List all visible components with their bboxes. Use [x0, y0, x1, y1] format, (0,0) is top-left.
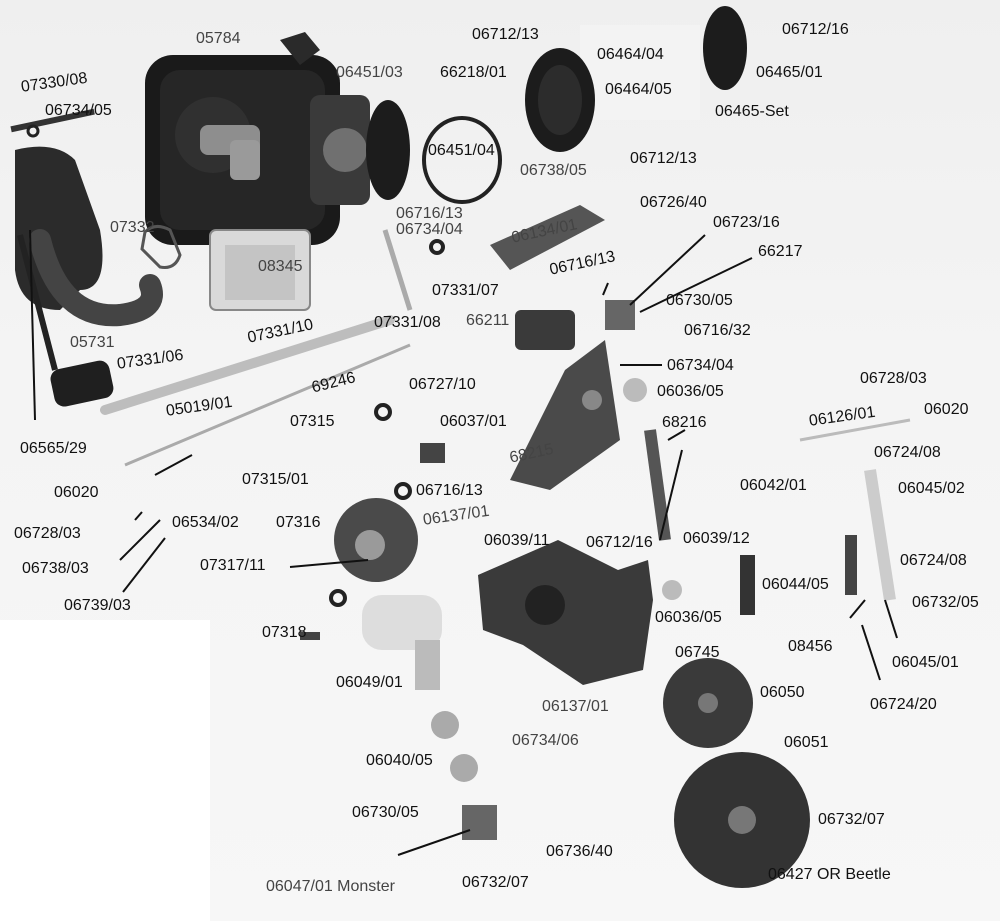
label-06730-05-b: 06730/05: [352, 804, 419, 821]
label-06020: 06020: [924, 401, 969, 418]
label-06427-or-beetle: 06427 OR Beetle: [768, 866, 891, 883]
label-06716-32: 06716/32: [684, 322, 751, 339]
label-06045-01: 06045/01: [892, 654, 959, 671]
label-07332: 07332: [110, 219, 155, 236]
label-06728-03: 06728/03: [860, 370, 927, 387]
label-06464-04: 06464/04: [597, 46, 664, 63]
label-06465-01: 06465/01: [756, 64, 823, 81]
label-06137-01-b: 06137/01: [542, 698, 609, 715]
label-06712-16-b: 06712/16: [586, 534, 653, 551]
label-06039-11: 06039/11: [484, 532, 550, 549]
label-08456: 08456: [788, 638, 833, 655]
label-06020-b: 06020: [54, 484, 99, 501]
label-06712-16: 06712/16: [782, 21, 849, 38]
label-06728-03-b: 06728/03: [14, 525, 81, 542]
air-filter: [525, 6, 747, 152]
label-06050: 06050: [760, 684, 805, 701]
label-66217: 66217: [758, 243, 803, 260]
label-06734-04: 06734/04: [396, 221, 463, 238]
label-06724-08: 06724/08: [874, 444, 941, 461]
label-06712-13-b: 06712/13: [630, 150, 697, 167]
label-07315: 07315: [290, 413, 335, 430]
label-06049-01: 06049/01: [336, 674, 403, 691]
label-06036-05: 06036/05: [657, 383, 724, 400]
label-06724-20: 06724/20: [870, 696, 937, 713]
label-06716-13: 06716/13: [396, 205, 463, 222]
label-07331-07: 07331/07: [432, 282, 499, 299]
label-06465-set: 06465-Set: [715, 103, 789, 120]
label-06726-40: 06726/40: [640, 194, 707, 211]
label-06723-16: 06723/16: [713, 214, 780, 231]
label-06451-03: 06451/03: [336, 64, 403, 81]
label-06732-05: 06732/05: [912, 594, 979, 611]
label-06736-40: 06736/40: [546, 843, 613, 860]
label-06047-01-monster: 06047/01 Monster: [266, 878, 395, 895]
label-06716-13-c: 06716/13: [416, 482, 483, 499]
label-06732-07: 06732/07: [818, 811, 885, 828]
label-06565-29: 06565/29: [20, 440, 87, 457]
label-06730-05: 06730/05: [666, 292, 733, 309]
label-07316: 07316: [276, 514, 321, 531]
label-06712-13: 06712/13: [472, 26, 539, 43]
label-06724-08-b: 06724/08: [900, 552, 967, 569]
label-06732-07-b: 06732/07: [462, 874, 529, 891]
label-68216: 68216: [662, 414, 707, 431]
label-07331-08: 07331/08: [374, 314, 441, 331]
label-06734-05: 06734/05: [45, 102, 112, 119]
label-06039-12: 06039/12: [683, 530, 750, 547]
label-05731: 05731: [70, 334, 115, 351]
label-07317-11: 07317/11: [200, 557, 266, 574]
label-06044-05: 06044/05: [762, 576, 829, 593]
label-06464-05: 06464/05: [605, 81, 672, 98]
label-07315-01: 07315/01: [242, 471, 309, 488]
label-06727-10: 06727/10: [409, 376, 476, 393]
label-05784: 05784: [196, 30, 241, 47]
label-06738-03: 06738/03: [22, 560, 89, 577]
label-06051: 06051: [784, 734, 829, 751]
label-06036-05-b: 06036/05: [655, 609, 722, 626]
label-06739-03: 06739/03: [64, 597, 131, 614]
label-07318: 07318: [262, 624, 307, 641]
engine-block: [145, 32, 410, 311]
label-06745: 06745: [675, 644, 720, 661]
label-66211: 66211: [466, 312, 510, 329]
label-06045-02: 06045/02: [898, 480, 965, 497]
label-06534-02: 06534/02: [172, 514, 239, 531]
label-66218-01: 66218/01: [440, 64, 507, 81]
label-06738-05: 06738/05: [520, 162, 587, 179]
exhaust-muffler: [10, 108, 163, 407]
label-06037-01: 06037/01: [440, 413, 507, 430]
label-06040-05: 06040/05: [366, 752, 433, 769]
label-06042-01: 06042/01: [740, 477, 807, 494]
label-08345: 08345: [258, 258, 303, 275]
label-06734-06: 06734/06: [512, 732, 579, 749]
label-06734-04-b: 06734/04: [667, 357, 734, 374]
label-06451-04: 06451/04: [428, 142, 495, 159]
